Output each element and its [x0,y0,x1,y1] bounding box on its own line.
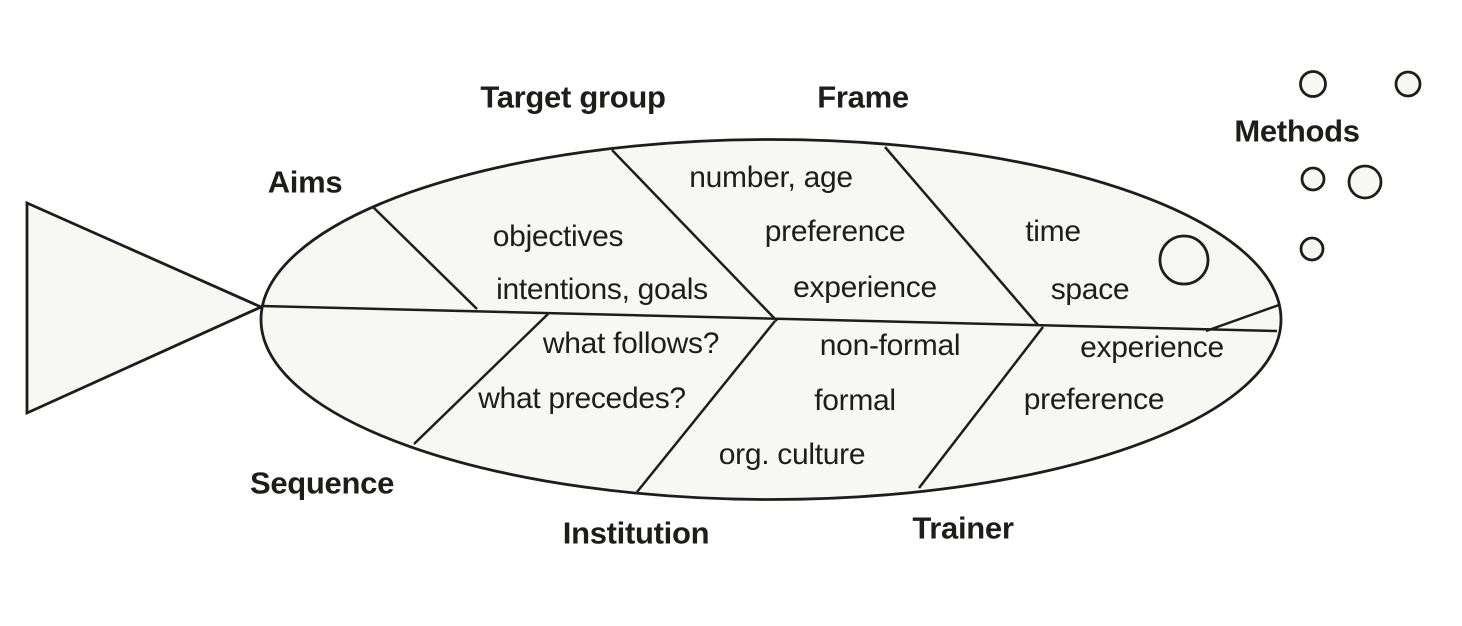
target-group-item-preference: preference [764,215,906,248]
fish-mouth-line [1205,303,1280,333]
sequence-item-what-follows: what follows? [542,327,720,360]
institution-item-non-formal: non-formal [819,329,961,362]
label-aims: Aims [267,164,343,200]
rib-aims [372,206,478,310]
bubble-icon [1300,166,1326,192]
label-methods: Methods [1234,113,1360,149]
label-target-group: Target group [480,79,666,115]
trainer-item-preference: preference [1023,383,1165,416]
frame-item-space: space [1050,273,1130,306]
bubble-icon [1299,236,1325,262]
bubble-icon [1299,70,1327,98]
institution-item-org-culture: org. culture [718,438,866,471]
frame-item-time: time [1025,215,1081,248]
rib-frame [884,146,1039,326]
label-trainer: Trainer [912,510,1014,546]
rib-trainer [918,326,1044,489]
institution-item-formal: formal [814,384,896,417]
rib-target-group [611,149,778,322]
trainer-item-experience: experience [1080,331,1224,364]
fish-eye-icon [1158,234,1210,286]
label-frame: Frame [817,79,909,115]
fish-tail [25,200,265,416]
bubble-icon [1394,70,1422,98]
label-sequence: Sequence [249,465,395,501]
target-group-item-experience: experience [793,271,937,304]
fish-spine-line [260,304,1278,333]
label-institution: Institution [562,515,710,551]
aims-item-intentions-goals: intentions, goals [496,273,708,306]
sequence-item-what-precedes: what precedes? [478,382,686,415]
aims-item-objectives: objectives [492,220,624,253]
bubble-icon [1347,164,1383,200]
rib-institution [636,320,776,493]
target-group-item-number-age: number, age [689,161,853,194]
rib-sequence [413,313,549,445]
